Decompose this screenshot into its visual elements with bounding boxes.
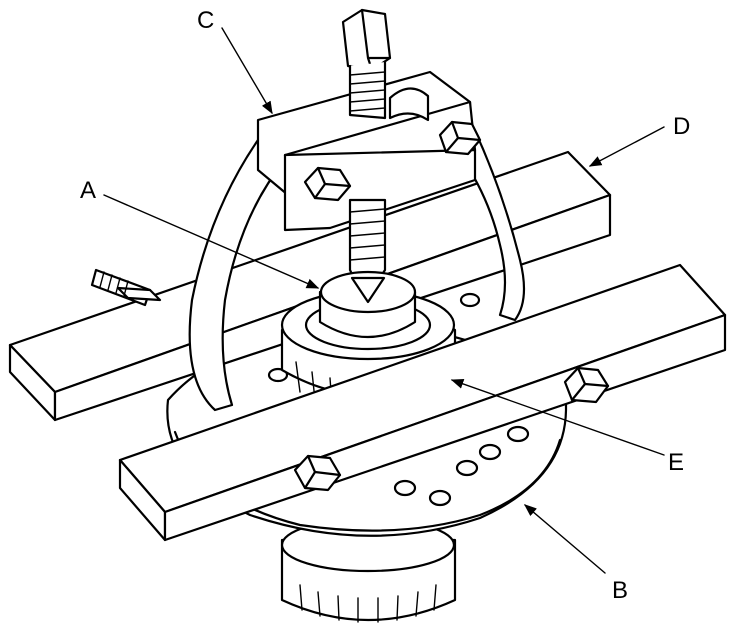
leader-d: [588, 126, 665, 167]
cap-bolt-left: [303, 166, 352, 202]
side-bolt: [90, 268, 162, 307]
leader-e: [450, 379, 665, 456]
callout-label-b: B: [612, 577, 628, 604]
callout-label-a: A: [80, 177, 96, 204]
callout-label-e: E: [668, 449, 684, 476]
hub-bolt-holes: [267, 292, 530, 507]
leader-a: [103, 194, 320, 289]
cap-bolt-right: [438, 120, 482, 156]
callout-label-c: C: [197, 7, 214, 34]
leader-b: [524, 504, 606, 574]
front-bar-bolt-left: [293, 454, 342, 492]
pressure-pad: [318, 270, 417, 338]
leader-c: [221, 27, 273, 115]
callout-label-d: D: [673, 113, 690, 140]
leader-lines: [103, 27, 665, 574]
front-bar-bolt-right: [563, 366, 610, 404]
